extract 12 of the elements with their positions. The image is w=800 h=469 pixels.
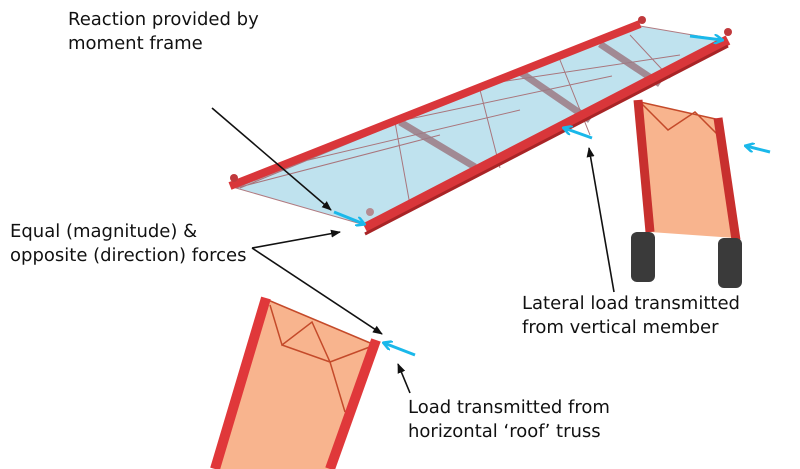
leader-line xyxy=(252,247,383,335)
force-arrow xyxy=(333,210,366,227)
callout-text: Load transmitted from horizontal ‘roof’ truss xyxy=(408,396,611,444)
force-arrow xyxy=(562,124,592,140)
callout-text: Reaction provided by moment frame xyxy=(68,8,260,56)
leader-line xyxy=(397,363,411,394)
callout-text: Equal (magnitude) & opposite (direction) forces xyxy=(10,220,248,268)
leader-line xyxy=(586,147,615,292)
force-arrow xyxy=(382,340,416,356)
callout-text: Lateral load transmitted from vertical member xyxy=(522,292,741,340)
leader-line xyxy=(211,107,332,211)
leader-line xyxy=(252,230,341,249)
